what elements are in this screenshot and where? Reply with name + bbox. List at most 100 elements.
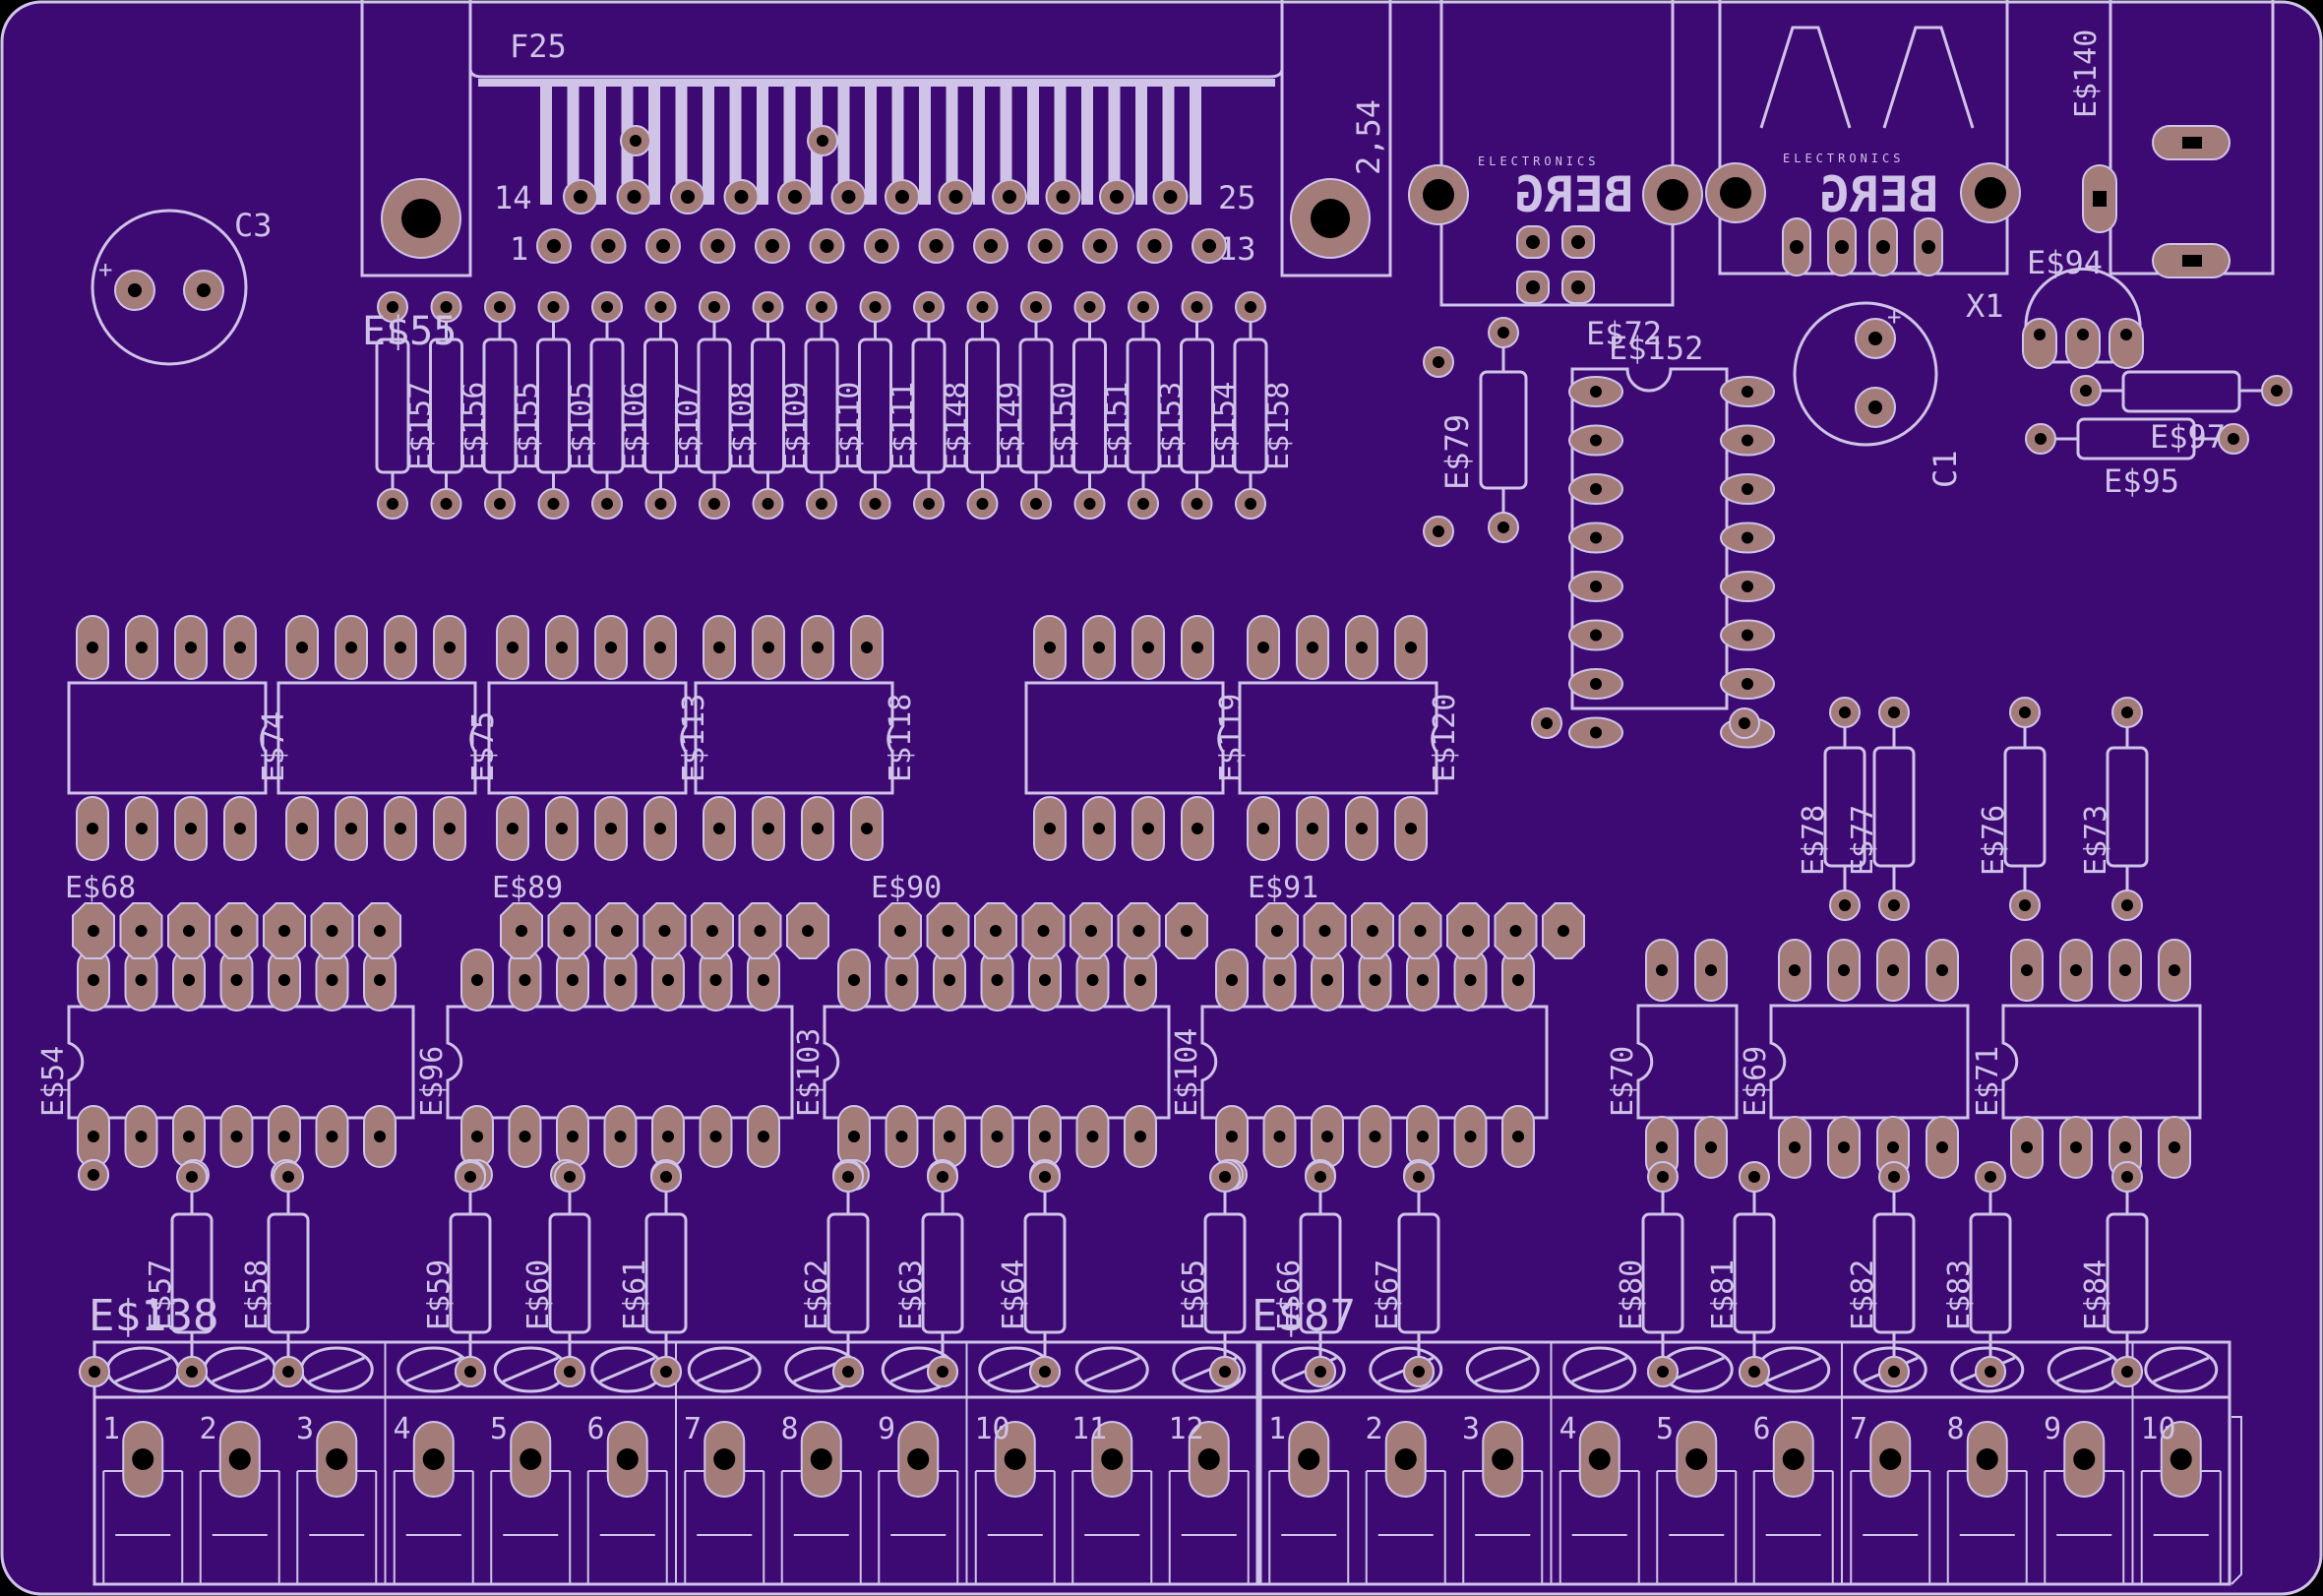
label-E$73: E$73 [2079,805,2113,876]
label-E$75: E$75 [466,711,501,782]
label-E$153: E$153 [1154,382,1189,470]
label-E$107: E$107 [672,382,706,470]
label-E$81: E$81 [1706,1259,1741,1330]
capacitor-c3: + C3 [91,207,273,366]
label-E$118: E$118 [884,694,918,782]
label-E$82: E$82 [1846,1259,1880,1330]
e72-label: E$72 [1586,315,1662,352]
label-E$74: E$74 [257,711,291,782]
berg-brand-2: BERG [1820,166,1938,223]
terminal-right-num-4: 4 [1559,1412,1577,1446]
db25-connector: F25 14 25 1 13 2,54 [360,0,1392,277]
label-E$76: E$76 [1977,805,2011,876]
label-E$58: E$58 [240,1259,275,1330]
e79-label: E$79 [1438,414,1476,490]
ic-e152: E$152 [1531,330,1775,749]
label-E$80: E$80 [1615,1259,1649,1330]
terminal-left-num-6: 6 [587,1412,605,1446]
label-E$64: E$64 [997,1259,1031,1330]
e152-label: E$152 [1609,330,1703,367]
terminal-right-num-8: 8 [1947,1412,1965,1446]
x1-label: X1 [1966,287,2004,325]
pin-label-1: 1 [510,230,528,268]
connector-teeth [540,87,1201,205]
e95-label: E$95 [2104,462,2179,500]
label-E$111: E$111 [886,382,921,470]
label-E$69: E$69 [1739,1046,1773,1117]
label-E$84: E$84 [2079,1259,2113,1330]
label-E$156: E$156 [458,382,492,470]
label-E$104: E$104 [1170,1028,1204,1117]
label-E$89: E$89 [492,871,563,905]
label-E$67: E$67 [1371,1259,1405,1330]
label-E$65: E$65 [1177,1259,1211,1330]
e138-label: E$138 [89,1291,218,1341]
berg-sub-1: ELECTRONICS [1478,154,1599,168]
pitch-label: 2,54 [1350,99,1387,175]
svg-text:+: + [1887,303,1901,331]
label-E$62: E$62 [800,1259,834,1330]
terminal-right-num-10: 10 [2141,1412,2176,1446]
label-E$158: E$158 [1261,382,1296,470]
label-E$155: E$155 [511,382,545,470]
label-E$110: E$110 [832,382,867,470]
berg-sub-2: ELECTRONICS [1783,152,1904,165]
label-E$70: E$70 [1606,1046,1640,1117]
terminal-left-num-9: 9 [878,1412,895,1446]
label-E$119: E$119 [1214,694,1249,782]
terminal-right-num-6: 6 [1753,1412,1771,1446]
label-E$91: E$91 [1248,871,1318,905]
e97-label: E$97 [2150,418,2226,456]
label-E$59: E$59 [422,1259,457,1330]
capacitor-c1: + C1 [1793,301,1964,488]
berg-brand-1: BERG [1515,166,1633,223]
pin-label-14: 14 [494,179,532,216]
label-E$77: E$77 [1846,805,1880,876]
terminal-right-num-9: 9 [2044,1412,2061,1446]
resistor-e79: E$79 [1423,317,1528,547]
resistor-e95: E$95 [2025,417,2249,500]
label-E$109: E$109 [779,382,814,470]
crystal-x1: X1 E$94 [1966,244,2144,369]
label-E$105: E$105 [565,382,599,470]
switch-e140: E$140 [2069,0,2275,278]
terminal-left-num-3: 3 [296,1412,314,1446]
label-E$103: E$103 [792,1028,826,1117]
label-E$149: E$149 [994,382,1028,470]
terminal-left-num-2: 2 [200,1412,217,1446]
label-E$90: E$90 [871,871,942,905]
label-E$150: E$150 [1047,382,1081,470]
terminal-left-num-12: 12 [1169,1412,1204,1446]
svg-text:+: + [98,256,112,283]
resistor-array-mid: E$78 E$77 E$76 E$73 [1797,697,2149,921]
e87-label: E$87 [1252,1291,1356,1341]
e140-label: E$140 [2069,30,2104,118]
c1-label: C1 [1926,450,1964,488]
label-E$68: E$68 [65,871,136,905]
label-E$108: E$108 [725,382,760,470]
terminal-right-num-1: 1 [1268,1412,1286,1446]
terminal-left-num-10: 10 [975,1412,1010,1446]
pin-label-25: 25 [1218,179,1256,216]
terminal-right-num-5: 5 [1656,1412,1674,1446]
label-E$96: E$96 [415,1046,450,1117]
label-E$106: E$106 [618,382,652,470]
label-E$60: E$60 [521,1259,556,1330]
label-E$83: E$83 [1942,1259,1977,1330]
label-E$78: E$78 [1797,805,1831,876]
terminal-right-num-2: 2 [1366,1412,1383,1446]
label-E$66: E$66 [1272,1259,1307,1330]
label-E$120: E$120 [1428,694,1462,782]
label-E$61: E$61 [618,1259,652,1330]
terminal-left-num-5: 5 [490,1412,508,1446]
label-E$63: E$63 [894,1259,929,1330]
berg-connector-2: BERG ELECTRONICS [1705,0,2021,276]
db25-pads [536,125,1227,264]
e94-label: E$94 [2027,244,2103,281]
